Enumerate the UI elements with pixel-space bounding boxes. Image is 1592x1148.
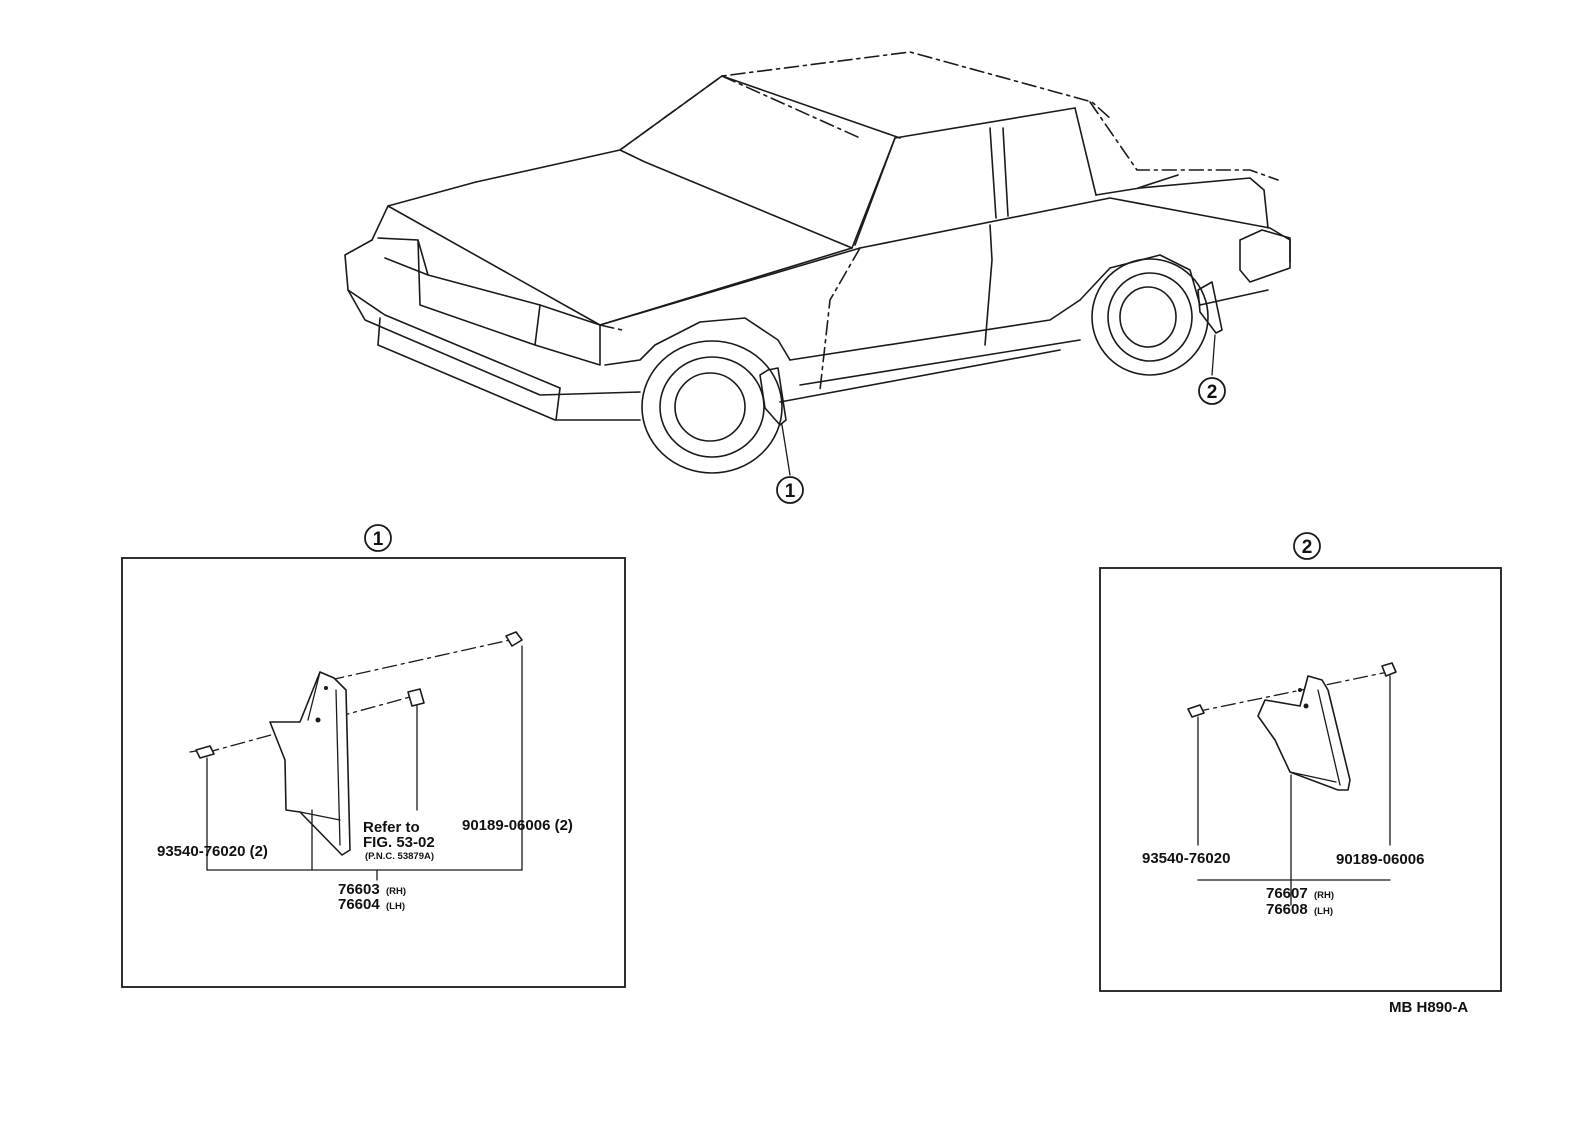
grommet-90189-icon [1381,662,1397,677]
callout-2-car[interactable]: 2 [1198,377,1226,405]
figure-code: MB H890-A [1389,999,1468,1016]
d1-refer-line3: (P.N.C. 53879A) [365,851,434,862]
d2-part-93540: 93540-76020 [1142,850,1230,867]
detail-2-callout[interactable]: 2 [1293,532,1321,560]
d1-refer-line1: Refer to [363,819,420,836]
callout-1-label: 1 [785,481,796,502]
front-mudguard-on-car [759,367,787,426]
callout-1-car[interactable]: 1 [776,476,804,504]
mudguard-76607-icon [1257,675,1351,791]
d2-main-rh-tag: (RH) [1314,890,1334,901]
detail-2-number: 2 [1302,537,1313,558]
car-illustration [344,51,1291,476]
d2-main-lh-tag: (LH) [1314,906,1333,917]
d1-main-rh: 76603 [338,881,380,898]
d1-part-90189: 90189-06006 (2) [462,817,573,834]
d1-main-lh: 76604 [338,896,380,913]
callout-2-label: 2 [1207,382,1218,403]
clip-icon [407,688,425,707]
screw-93540-icon [195,745,215,759]
d2-part-90189: 90189-06006 [1336,851,1424,868]
screw-93540-icon [1187,704,1205,718]
grommet-90189-icon [505,631,523,647]
detail-1-box [121,557,626,988]
d1-part-93540: 93540-76020 (2) [157,843,268,860]
rear-mudguard-on-car [1197,281,1223,334]
d1-main-lh-tag: (LH) [386,901,405,912]
detail-2-drawing [1187,662,1397,906]
d1-refer-line2: FIG. 53-02 [363,834,435,851]
detail-1-callout[interactable]: 1 [364,524,392,552]
detail-1-drawing [189,631,523,881]
detail-2-box [1099,567,1502,992]
d2-main-lh: 76608 [1266,901,1308,918]
d1-main-rh-tag: (RH) [386,886,406,897]
d2-main-rh: 76607 [1266,885,1308,902]
detail-1-number: 1 [373,529,384,550]
